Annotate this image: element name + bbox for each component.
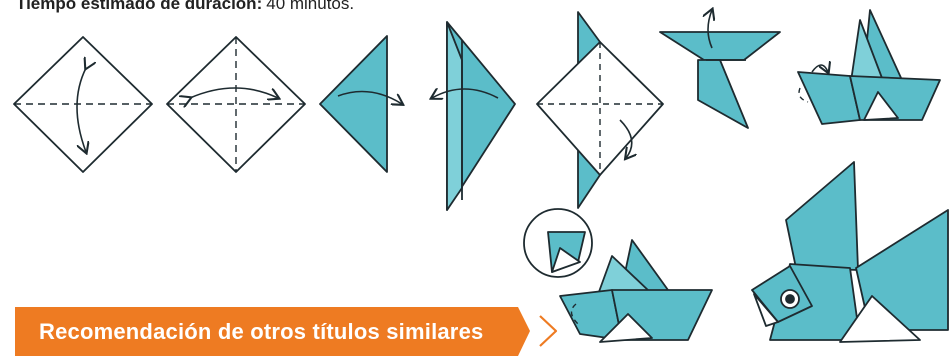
banner-shape (15, 307, 530, 356)
step-7-bird (797, 9, 941, 125)
step-4-folded (432, 21, 516, 211)
step-9-final-bird (751, 161, 949, 343)
step-1-square (13, 36, 153, 173)
step-2-square (166, 36, 306, 173)
estimated-duration: Tiempo estimado de duración:40 minutos. (16, 0, 354, 14)
step-5-diamond (536, 11, 664, 209)
recommendation-banner[interactable]: Recomendación de otros títulos similares (15, 307, 558, 356)
duration-label: Tiempo estimado de duración: (16, 0, 263, 13)
step-3-triangle (319, 35, 402, 173)
step-6-kite (659, 10, 781, 129)
recommendation-label: Recomendación de otros títulos similares (39, 319, 484, 344)
step-8-inset (523, 208, 593, 278)
chevron-right-icon (539, 315, 558, 347)
step-8-bird (559, 239, 713, 343)
duration-value: 40 minutos. (266, 0, 355, 13)
